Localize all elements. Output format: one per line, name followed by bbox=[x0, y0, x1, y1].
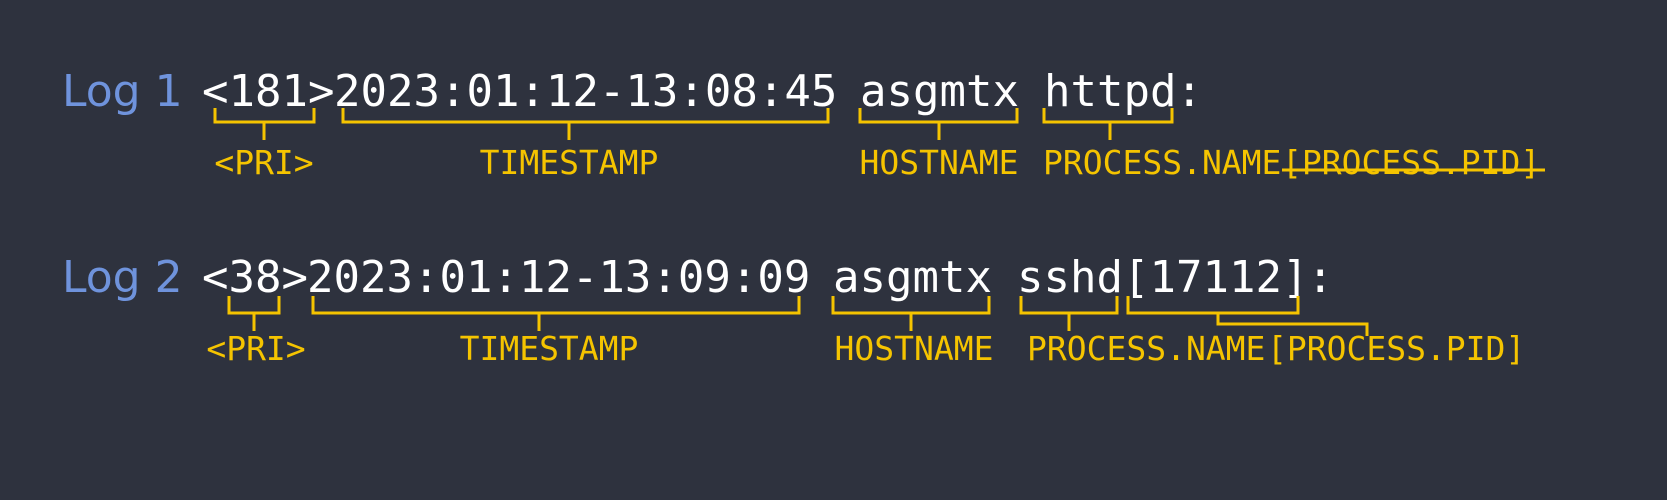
log1-field-hostname: HOSTNAME bbox=[859, 143, 1019, 182]
log1-field-process-name: PROCESS.NAME bbox=[1043, 143, 1282, 182]
log1-process: httpd bbox=[1044, 66, 1177, 117]
log1-field-timestamp: TIMESTAMP bbox=[479, 143, 659, 182]
log1-timestamp: 2023:01:12-13:08:45 bbox=[334, 66, 838, 117]
log2-label: Log 2 bbox=[62, 252, 183, 303]
log2-field-pri: <PRI> bbox=[206, 329, 306, 368]
log2-process-bracket bbox=[1019, 296, 1119, 315]
log1-pri: <181> bbox=[202, 66, 335, 117]
log2-colon: : bbox=[1307, 252, 1334, 303]
log2-hostname-bracket bbox=[831, 296, 991, 315]
log1-field-process-pid: [PROCESS.PID] bbox=[1282, 143, 1541, 182]
log1-hostname-bracket bbox=[858, 108, 1019, 124]
log2-pid-bracket bbox=[1126, 296, 1300, 315]
log2-hostname: asgmtx bbox=[833, 252, 992, 303]
log1-pri-bracket bbox=[213, 108, 316, 124]
log2-timestamp-bracket bbox=[311, 296, 801, 315]
log2-field-hostname: HOSTNAME bbox=[834, 329, 994, 368]
log2-field-process-pid: [PROCESS.PID] bbox=[1267, 329, 1526, 368]
log2-field-process-name: PROCESS.NAME bbox=[1027, 329, 1266, 368]
log2-field-timestamp: TIMESTAMP bbox=[459, 329, 639, 368]
log2-process: sshd bbox=[1017, 252, 1123, 303]
log1-colon: : bbox=[1176, 66, 1203, 117]
log2-pid-connector bbox=[1216, 313, 1369, 336]
log1-process-bracket bbox=[1042, 108, 1174, 124]
log2-pid: [17112] bbox=[1123, 252, 1309, 303]
log1-label: Log 1 bbox=[62, 66, 183, 117]
log2-pri-bracket bbox=[227, 296, 281, 315]
log1-field-pri: <PRI> bbox=[214, 143, 314, 182]
log1-timestamp-bracket bbox=[341, 108, 830, 124]
log1-hostname: asgmtx bbox=[860, 66, 1019, 117]
log2-pri: <38> bbox=[202, 252, 308, 303]
log2-timestamp: 2023:01:12-13:09:09 bbox=[307, 252, 811, 303]
